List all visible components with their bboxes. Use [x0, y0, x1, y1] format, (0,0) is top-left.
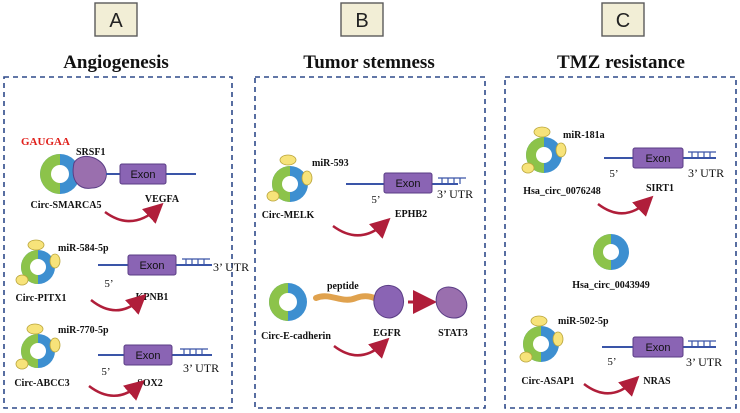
- utr-hairpin-icon: [438, 177, 466, 184]
- panel-b-letter-box: [340, 2, 384, 37]
- gene-name: SIRT1: [646, 183, 674, 194]
- circrna-icon: [523, 326, 559, 362]
- circ-name: Circ-PITX1: [16, 293, 67, 304]
- utr-label: 3’ UTR: [686, 355, 722, 369]
- gene-name: NRAS: [643, 376, 671, 387]
- stat3-protein-icon: [435, 286, 468, 319]
- mirna-label: miR-181a: [563, 130, 605, 141]
- circ-name: Circ-ASAP1: [521, 376, 574, 387]
- panel-c-letter-box: [601, 2, 645, 37]
- utr-hairpin-icon: [688, 151, 716, 158]
- mirna-icon: [519, 315, 564, 363]
- mirna-label: miR-770-5p: [58, 325, 109, 336]
- peptide-icon: [313, 293, 381, 303]
- circ-name: Circ-E-cadherin: [261, 331, 331, 342]
- exon-label: Exon: [130, 169, 155, 181]
- panel-angiogenesis: A Angiogenesis GAUGAA SRSF1 Exon Circ-SM…: [3, 2, 249, 409]
- exon-label: Exon: [139, 260, 164, 272]
- regulation-arrow: [90, 293, 147, 315]
- mirna-icon: [266, 154, 313, 202]
- exon-label: Exon: [645, 153, 670, 165]
- circrna-icon: [40, 154, 80, 194]
- circ-abcc3-group: miR-770-5p Exon 5’ 3’ UTR Circ-ABCC3: [14, 323, 219, 401]
- regulation-arrow: [88, 380, 145, 401]
- exon-box: [127, 254, 177, 276]
- hsa-circ-0076248-group: miR-181a Exon 5’ 3’ UTR Hsa_circ_007624: [521, 126, 724, 217]
- gene-name: KPNB1: [136, 292, 169, 303]
- regulation-arrow: [332, 217, 391, 239]
- mirna-icon: [521, 126, 567, 174]
- utr-label: 3’ UTR: [437, 187, 473, 201]
- utr-label: 3’ UTR: [688, 166, 724, 180]
- motif-label: GAUGAA: [21, 136, 70, 148]
- five-prime-label: 5’: [104, 278, 113, 290]
- mirna-icon: [15, 323, 61, 370]
- circ-asap1-group: miR-502-5p Exon 5’ 3’ UTR Circ-ASAP1: [519, 315, 722, 397]
- regulation-arrow: [597, 195, 654, 217]
- panel-b-title: Tumor stemness: [303, 52, 434, 73]
- mirna-label: miR-502-5p: [558, 316, 609, 327]
- circ-name: Circ-ABCC3: [14, 378, 69, 389]
- circrna-icon: [269, 283, 307, 321]
- mirna-icon: [15, 239, 61, 286]
- circ-name: Hsa_circ_0043949: [572, 280, 650, 291]
- circ-name: Circ-SMARCA5: [31, 200, 102, 211]
- five-prime-label: 5’: [101, 366, 110, 378]
- circrna-icon: [272, 166, 308, 202]
- egfr-receptor-icon: [373, 285, 404, 319]
- circ-pitx1-group: miR-584-5p Exon 5’ 3’ UTR Circ-PITX1: [15, 239, 249, 315]
- exon-label: Exon: [395, 178, 420, 190]
- regulation-arrow: [333, 337, 390, 359]
- five-prime-label: 5’: [607, 356, 616, 368]
- panel-b-letter: B: [355, 10, 368, 32]
- receptor-label: EGFR: [373, 328, 402, 339]
- mirna-label: miR-593: [312, 158, 349, 169]
- peptide-label: peptide: [327, 281, 359, 292]
- mirna-label: miR-584-5p: [58, 243, 109, 254]
- panel-a-letter-box: [94, 2, 138, 37]
- circ-e-cadherin-group: peptide Circ-E-cadherin EGFR STAT3: [261, 281, 468, 359]
- utr-hairpin-icon: [180, 348, 208, 355]
- utr-hairpin-icon: [688, 340, 716, 347]
- utr-hairpin-icon: [182, 258, 210, 265]
- panel-c-letter: C: [616, 10, 630, 32]
- exon-label: Exon: [645, 342, 670, 354]
- panel-a-letter: A: [109, 10, 123, 32]
- five-prime-label: 5’: [609, 168, 618, 180]
- circ-melk-group: miR-593 Exon 5’ 3’ UTR Circ-MELK: [262, 154, 473, 239]
- protein-label: SRSF1: [76, 147, 105, 158]
- hsa-circ-0043949-group: Hsa_circ_0043949: [572, 234, 650, 291]
- exon-box: [632, 336, 684, 358]
- utr-label: 3’ UTR: [213, 260, 249, 274]
- circ-name: Hsa_circ_0076248: [523, 186, 601, 197]
- exon-box: [119, 163, 167, 185]
- panel-a-title: Angiogenesis: [63, 52, 169, 73]
- five-prime-label: 5’: [371, 194, 380, 206]
- gene-name: SOX2: [137, 378, 163, 389]
- target-label: STAT3: [438, 328, 468, 339]
- panel-tmz-resistance: C TMZ resistance miR-181a Exon: [504, 2, 737, 409]
- srsf1-protein-icon: [72, 155, 107, 189]
- panel-c-title: TMZ resistance: [557, 52, 685, 73]
- gene-name: EPHB2: [395, 209, 427, 220]
- utr-label: 3’ UTR: [183, 361, 219, 375]
- regulation-arrow: [583, 375, 640, 397]
- panel-c-box: [504, 76, 737, 409]
- panel-b-box: [254, 76, 486, 409]
- exon-label: Exon: [135, 350, 160, 362]
- gene-name: VEGFA: [145, 194, 180, 205]
- circ-smarca5-group: GAUGAA SRSF1 Exon Circ-SMARCA5 VEGFA: [21, 136, 196, 224]
- exon-box: [632, 147, 684, 169]
- circrna-icon: [593, 234, 629, 270]
- panel-tumor-stemness: B Tumor stemness miR-593 Exon: [254, 2, 486, 409]
- regulation-arrow: [104, 202, 164, 224]
- circ-name: Circ-MELK: [262, 210, 315, 221]
- exon-box: [123, 344, 173, 366]
- exon-box: [383, 172, 433, 194]
